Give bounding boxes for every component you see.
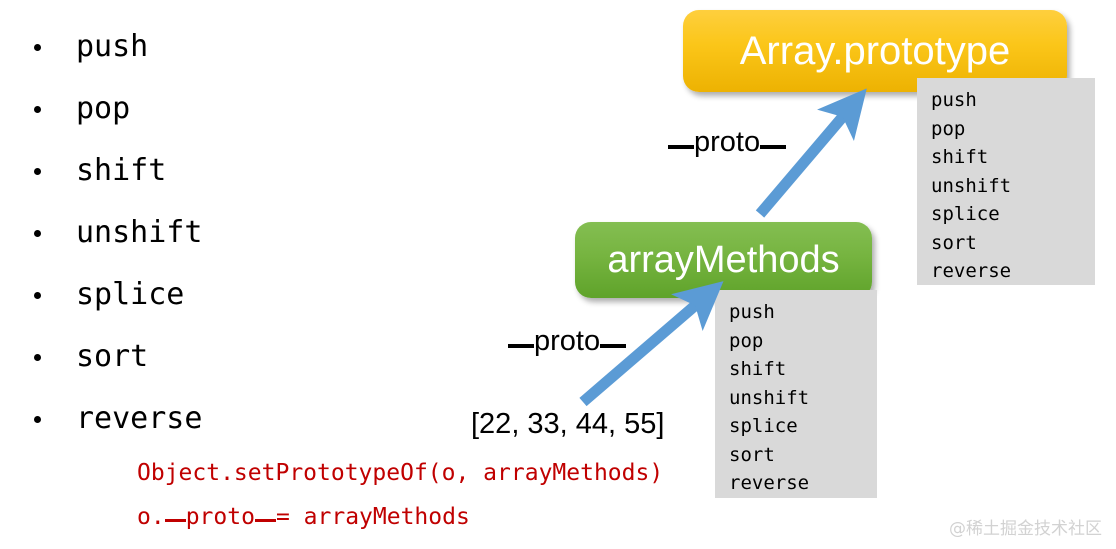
method-row: sort <box>729 443 775 466</box>
array-literal-label: [22, 33, 44, 55] <box>471 408 665 440</box>
method-row: pop <box>931 117 966 140</box>
list-item: sort <box>18 326 348 388</box>
method-row: unshift <box>729 386 810 409</box>
proto-label-upper-text: proto <box>694 126 761 158</box>
proto-label-upper: proto <box>668 126 787 159</box>
method-row: push <box>729 301 775 323</box>
underscore-suffix-icon <box>760 145 787 149</box>
underscore-suffix-icon <box>254 519 276 522</box>
bullet-dot-icon <box>34 106 41 113</box>
code-line-2-proto: proto <box>185 504 255 530</box>
list-item: shift <box>18 140 348 202</box>
list-item-label: shift <box>76 153 167 188</box>
method-row: sort <box>931 231 977 254</box>
list-item: unshift <box>18 202 348 264</box>
array-methods-bullet-list: push pop shift unshift splice sort rever… <box>18 16 348 450</box>
underscore-prefix-icon <box>668 145 694 149</box>
code-line-2-suffix: = arrayMethods <box>275 504 470 530</box>
code-line-set-prototype-of: Object.setPrototypeOf(o, arrayMethods) <box>137 460 664 486</box>
list-item: push <box>18 16 348 78</box>
list-item-label: push <box>76 29 149 64</box>
bullet-dot-icon <box>34 168 41 175</box>
method-row: reverse <box>931 260 1012 282</box>
bullet-dot-icon <box>34 416 41 423</box>
underscore-prefix-icon <box>508 344 534 348</box>
list-item-label: unshift <box>76 215 203 250</box>
list-item: pop <box>18 78 348 140</box>
method-row: shift <box>931 146 989 168</box>
proto-label-lower: proto <box>508 325 627 358</box>
method-row: reverse <box>729 472 810 494</box>
list-item: splice <box>18 264 348 326</box>
list-item-label: pop <box>76 91 131 126</box>
bullet-dot-icon <box>34 292 41 299</box>
proto-label-lower-text: proto <box>534 325 601 357</box>
list-item-label: reverse <box>76 401 203 436</box>
array-methods-panel: push pop shift unshift splice sort rever… <box>715 290 877 498</box>
method-row: push <box>931 89 977 111</box>
underscore-prefix-icon <box>164 519 186 522</box>
array-methods-node-label: arrayMethods <box>607 238 840 281</box>
prototype-methods-panel: push pop shift unshift splice sort rever… <box>917 78 1095 285</box>
method-row: splice <box>931 203 1000 225</box>
underscore-suffix-icon <box>600 344 627 348</box>
bullet-dot-icon <box>34 354 41 361</box>
method-row: unshift <box>931 174 1012 197</box>
method-row: shift <box>729 358 787 380</box>
list-item-label: sort <box>76 339 149 374</box>
method-row: splice <box>729 415 798 437</box>
watermark: @稀土掘金技术社区 <box>949 519 1102 539</box>
list-item-label: splice <box>76 277 185 312</box>
code-line-2-prefix: o. <box>137 504 165 530</box>
array-prototype-node: Array.prototype <box>683 10 1067 92</box>
list-item: reverse <box>18 388 348 450</box>
bullet-dot-icon <box>34 230 41 237</box>
array-methods-node: arrayMethods <box>575 222 872 298</box>
array-prototype-node-label: Array.prototype <box>739 28 1011 73</box>
code-line-proto-assignment: o. proto = arrayMethods <box>137 504 470 530</box>
bullet-dot-icon <box>34 44 41 51</box>
method-row: pop <box>729 329 764 352</box>
